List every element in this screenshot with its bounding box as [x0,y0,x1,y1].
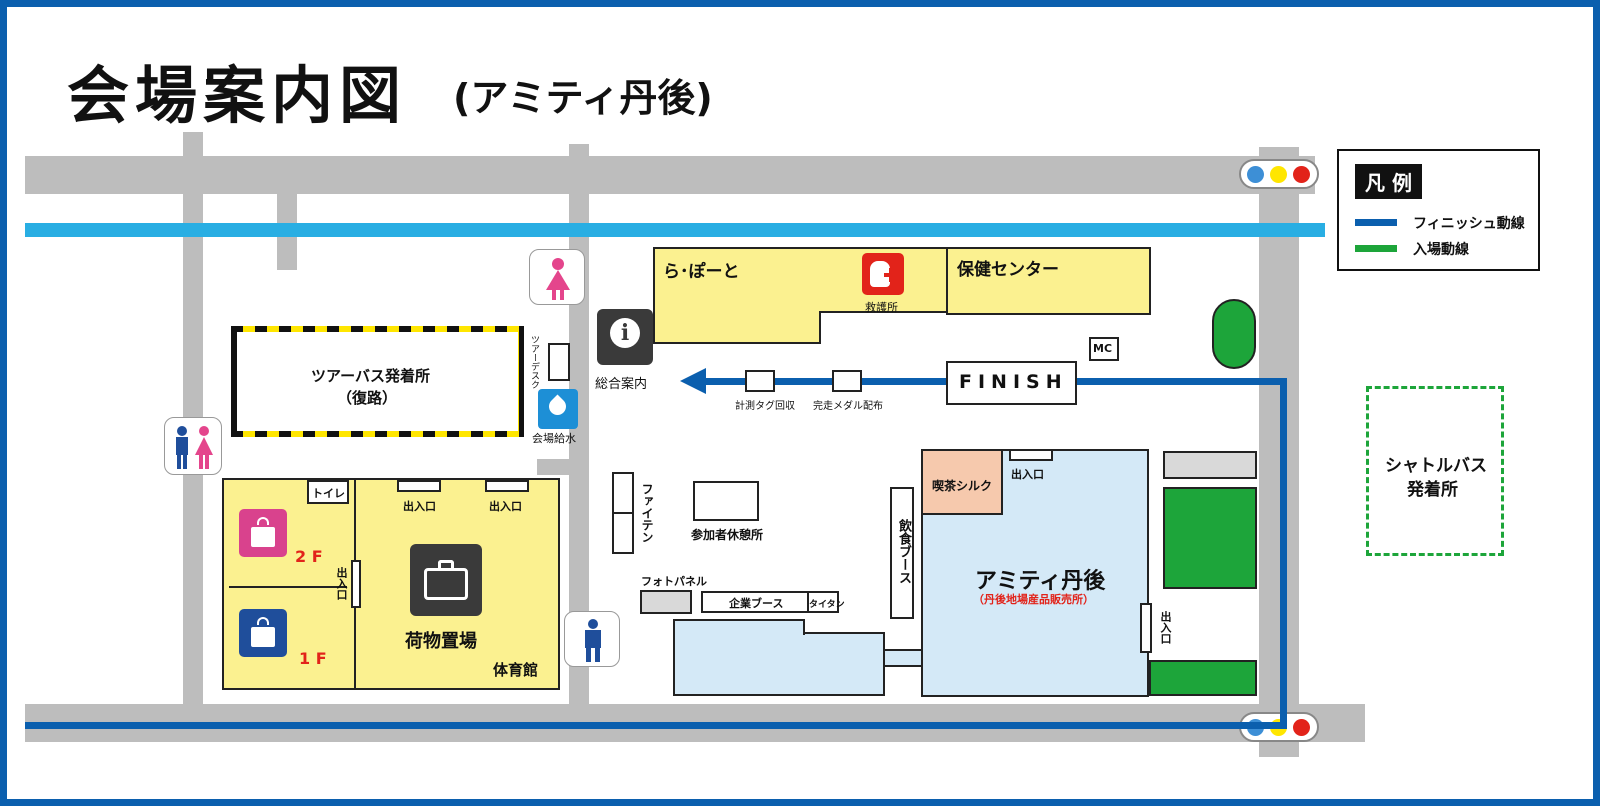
green-oval [1212,299,1256,369]
gym-label: 体育館 [493,661,539,679]
info-label: 総合案内 [595,377,648,392]
gym-entrance-label-1: 出入口 [403,500,436,513]
finish-route-vertical [1280,378,1287,728]
toilet-box [307,480,349,504]
road-top [25,156,1315,194]
gym-side-entrance-label: 出入口 [335,567,348,600]
water-label: 会場給水 [532,432,576,445]
gray-block [1163,451,1257,479]
tour-bus-area [231,326,524,437]
traffic-light-icon [1239,159,1319,189]
taitan-booth-box [807,591,839,613]
restroom-icon [164,417,222,475]
first-aid-icon [862,253,904,295]
road-right-vertical [1259,147,1299,757]
health-center-label: 保健センター [957,260,1059,280]
tour-bus-label-2: （復路） [337,389,398,407]
baggage-label: 荷物置場 [405,631,477,652]
finish-gate [946,361,1077,405]
fighten-label: ファイテン [640,483,654,543]
amity-side-door [1140,603,1152,653]
finish-route-arrowhead [680,368,706,394]
medal-label: 完走メダル配布 [813,401,883,412]
green-block-upper [1163,487,1257,589]
annex-building [673,632,885,696]
timing-tag-box [745,370,775,392]
company-booth-label: 企業ブース [729,597,784,610]
changing-room-icon [239,509,287,557]
tour-desk-label: ツアーデスク [529,335,539,389]
rapoto-label: ら･ぽーと [663,262,740,282]
river [25,223,1325,237]
medal-box [832,370,862,392]
baggage-icon [410,544,482,616]
gym-door-1 [397,480,441,492]
green-block-lower [1149,660,1257,696]
road-center-branch [537,459,577,475]
shuttle-bus-label-1: シャトルバス [1385,456,1487,476]
floor-2f-label: 2 F [295,547,323,566]
photo-panel-label: フォトパネル [641,575,707,588]
health-center-building [946,247,1151,315]
amity-sub-label: （丹後地場産品販売所） [973,593,1094,606]
changing-room-icon [239,609,287,657]
shuttle-bus-label-2: 発着所 [1407,480,1458,500]
amity-top-entrance-label: 出入口 [1011,468,1044,481]
toilet-label: トイレ [312,487,345,500]
food-booth-box [890,487,914,619]
legend-finish-label: フィニッシュ動線 [1413,216,1525,232]
legend-entry-label: 入場動線 [1413,242,1469,258]
food-booth-label: 飲食ブース [896,519,911,584]
timing-tag-label: 計測タグ回収 [735,401,795,412]
gym-door-2 [485,480,529,492]
legend: 凡 例 フィニッシュ動線 入場動線 [1337,149,1540,271]
finish-label: FINISH [959,371,1068,393]
rapoto-base-line [653,342,821,344]
women-toilet-icon [529,249,585,305]
floor-1f-label: 1 F [299,649,327,668]
legend-entry-swatch [1355,245,1397,252]
gym-entrance-label-2: 出入口 [489,500,522,513]
shuttle-bus-area [1366,386,1504,556]
tour-bus-label-1: ツアーバス発着所 [311,367,430,385]
amity-top-door [1009,449,1053,461]
rapoto-notch [819,311,950,344]
floor-divider [229,586,347,588]
first-aid-label: 救護所 [865,301,898,314]
amity-side-entrance-label: 出入口 [1159,611,1172,644]
mc-label: MC [1093,342,1113,355]
mc-box [1089,337,1119,361]
page-subtitle: (アミティ丹後) [453,76,713,120]
info-icon: i [597,309,653,365]
amity-label: アミティ丹後 [975,569,1106,594]
men-toilet-icon [564,611,620,667]
tour-desk-box [548,343,570,381]
rest-area-box [693,481,759,521]
rest-area-label: 参加者休憩所 [691,528,764,542]
cafe-label: 喫茶シルク [932,479,993,493]
water-drop-icon [538,389,578,429]
photo-panel-box [640,590,692,614]
cafe-room [921,449,1003,515]
page-title: 会場案内図 [67,59,408,132]
annex-building-upper [673,619,805,635]
taitan-label: タイタン [809,600,845,610]
finish-route-bottom [25,722,1287,729]
legend-title: 凡 例 [1355,164,1422,199]
fighten-booth-1 [612,472,634,514]
fighten-booth-2 [612,512,634,554]
legend-finish-swatch [1355,219,1397,226]
gym-side-door [351,560,361,608]
